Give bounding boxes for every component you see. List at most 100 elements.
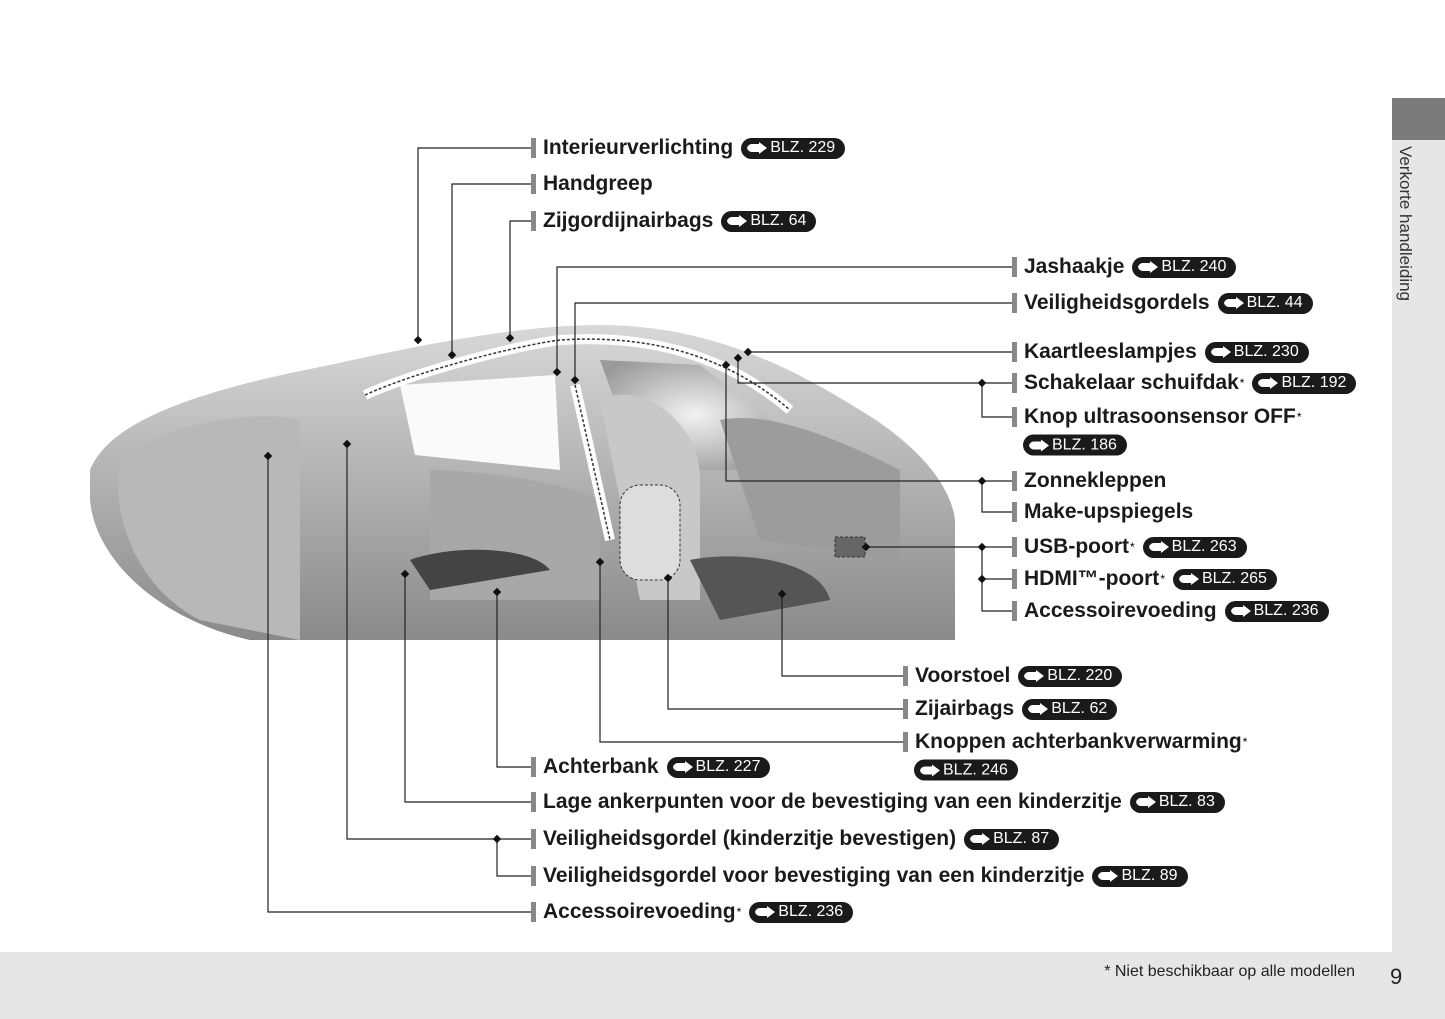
leader-point-marker: [492, 587, 502, 597]
callout-label: Zijairbags BLZ. 62: [903, 697, 1118, 721]
callout-label: Knoppen achterbankverwarming*: [903, 730, 1247, 754]
leader-point-marker: [743, 347, 753, 357]
page-reference-text: BLZ. 229: [770, 139, 836, 156]
callout-bar: [1012, 373, 1017, 393]
callout-text: Zijgordijnairbags: [543, 209, 714, 232]
page-reference-text: BLZ. 87: [993, 830, 1050, 847]
callout-reference: BLZ. 186: [1023, 434, 1127, 456]
arrow-right-icon: [1178, 573, 1199, 585]
leader-point-marker: [400, 569, 410, 579]
leader-point-marker: [505, 333, 515, 343]
leader-point-marker: [777, 589, 787, 599]
leader-line: [451, 183, 531, 355]
callout-bar: [531, 174, 536, 194]
callout-bar: [1012, 537, 1017, 557]
leader-line: [981, 383, 1012, 418]
callout-text: Jashaakje: [1024, 255, 1125, 278]
leader-line: [417, 147, 531, 340]
leader-line: [737, 358, 1012, 384]
callout-bar: [1012, 342, 1017, 362]
callout-label: USB-poort*BLZ. 263: [1012, 535, 1247, 559]
arrow-right-icon: [970, 833, 991, 845]
callout-text: Veiligheidsgordel voor bevestiging van e…: [543, 864, 1085, 887]
callout-bar: [1012, 293, 1017, 313]
page-reference-text: BLZ. 220: [1047, 667, 1113, 684]
arrow-right-icon: [1098, 870, 1119, 882]
leader-point-marker: [977, 378, 987, 388]
page-reference-link[interactable]: BLZ. 192: [1252, 372, 1357, 394]
page-reference-link[interactable]: BLZ. 220: [1018, 665, 1123, 687]
leader-line: [981, 547, 1012, 580]
page-reference-text: BLZ. 246: [943, 761, 1008, 778]
page-reference-link[interactable]: BLZ. 236: [749, 901, 854, 923]
arrow-right-icon: [1230, 605, 1251, 617]
callout-label: Veiligheidsgordel voor bevestiging van e…: [531, 864, 1188, 888]
page-reference-link[interactable]: BLZ. 236: [1224, 600, 1329, 622]
callout-label: Voorstoel BLZ. 220: [903, 664, 1123, 688]
leader-point-marker: [552, 367, 562, 377]
leader-line: [725, 365, 1012, 482]
callout-bar: [1012, 601, 1017, 621]
leader-line: [981, 579, 1012, 612]
page-reference-link[interactable]: BLZ. 87: [964, 828, 1060, 850]
page-reference-link[interactable]: BLZ. 186: [1023, 434, 1127, 456]
leader-point-marker: [447, 350, 457, 360]
callout-reference: BLZ. 246: [914, 759, 1018, 781]
leader-line: [667, 578, 903, 710]
leader-line: [267, 456, 531, 913]
callout-text: Zijairbags: [915, 697, 1015, 720]
callout-bar: [1012, 569, 1017, 589]
callout-label: Knop ultrasoonsensor OFF*: [1012, 405, 1302, 429]
arrow-right-icon: [727, 215, 748, 227]
arrow-right-icon: [1024, 670, 1045, 682]
page-reference-link[interactable]: BLZ. 265: [1172, 568, 1277, 590]
page-reference-link[interactable]: BLZ. 229: [741, 137, 846, 159]
page-reference-link[interactable]: BLZ. 227: [666, 756, 771, 778]
leader-point-marker: [977, 574, 987, 584]
page-reference-link[interactable]: BLZ. 62: [1022, 698, 1118, 720]
arrow-right-icon: [672, 761, 693, 773]
page-reference-link[interactable]: BLZ. 263: [1142, 536, 1247, 558]
arrow-right-icon: [1029, 439, 1049, 451]
callout-text: Accessoirevoeding: [1024, 599, 1217, 622]
page-reference-link[interactable]: BLZ. 83: [1129, 791, 1225, 813]
callout-text: Veiligheidsgordel (kinderzitje bevestige…: [543, 827, 957, 850]
callout-text: Make-upspiegels: [1024, 500, 1194, 523]
leader-point-marker: [492, 834, 502, 844]
callout-text: Knoppen achterbankverwarming: [915, 730, 1242, 753]
callout-bar: [903, 732, 908, 752]
arrow-right-icon: [1210, 346, 1231, 358]
callout-text: Handgreep: [543, 172, 653, 195]
callout-bar: [903, 666, 908, 686]
arrow-right-icon: [1223, 297, 1244, 309]
callout-text: Voorstoel: [915, 664, 1011, 687]
section-tab-label: Verkorte handleiding: [1396, 146, 1415, 302]
arrow-right-icon: [747, 142, 768, 154]
page-reference-link[interactable]: BLZ. 246: [914, 759, 1018, 781]
footer-band: [0, 952, 1445, 1019]
callout-label: Zijgordijnairbags BLZ. 64: [531, 209, 817, 233]
footnote-star: *: [736, 905, 742, 919]
arrow-right-icon: [920, 764, 940, 776]
page-reference-link[interactable]: BLZ. 240: [1132, 256, 1237, 278]
callout-text: Interieurverlichting: [543, 136, 734, 159]
page-reference-link[interactable]: BLZ. 89: [1092, 865, 1188, 887]
page-reference-link[interactable]: BLZ. 230: [1204, 341, 1309, 363]
callout-label: Make-upspiegels: [1012, 500, 1193, 524]
page-reference-link[interactable]: BLZ. 64: [721, 210, 817, 232]
page-reference-text: BLZ. 263: [1171, 538, 1237, 555]
page-reference-text: BLZ. 227: [695, 758, 761, 775]
leader-line: [404, 574, 531, 803]
page-reference-link[interactable]: BLZ. 44: [1217, 292, 1313, 314]
leader-point-marker: [663, 573, 673, 583]
callout-label: Schakelaar schuifdak*BLZ. 192: [1012, 371, 1357, 395]
page-reference-text: BLZ. 62: [1051, 700, 1108, 717]
callout-bar: [531, 902, 536, 922]
callout-text: Knop ultrasoonsensor OFF: [1024, 405, 1296, 428]
callout-label: Interieurverlichting BLZ. 229: [531, 136, 846, 160]
callout-bar: [531, 757, 536, 777]
footnote-star: *: [1296, 410, 1302, 424]
